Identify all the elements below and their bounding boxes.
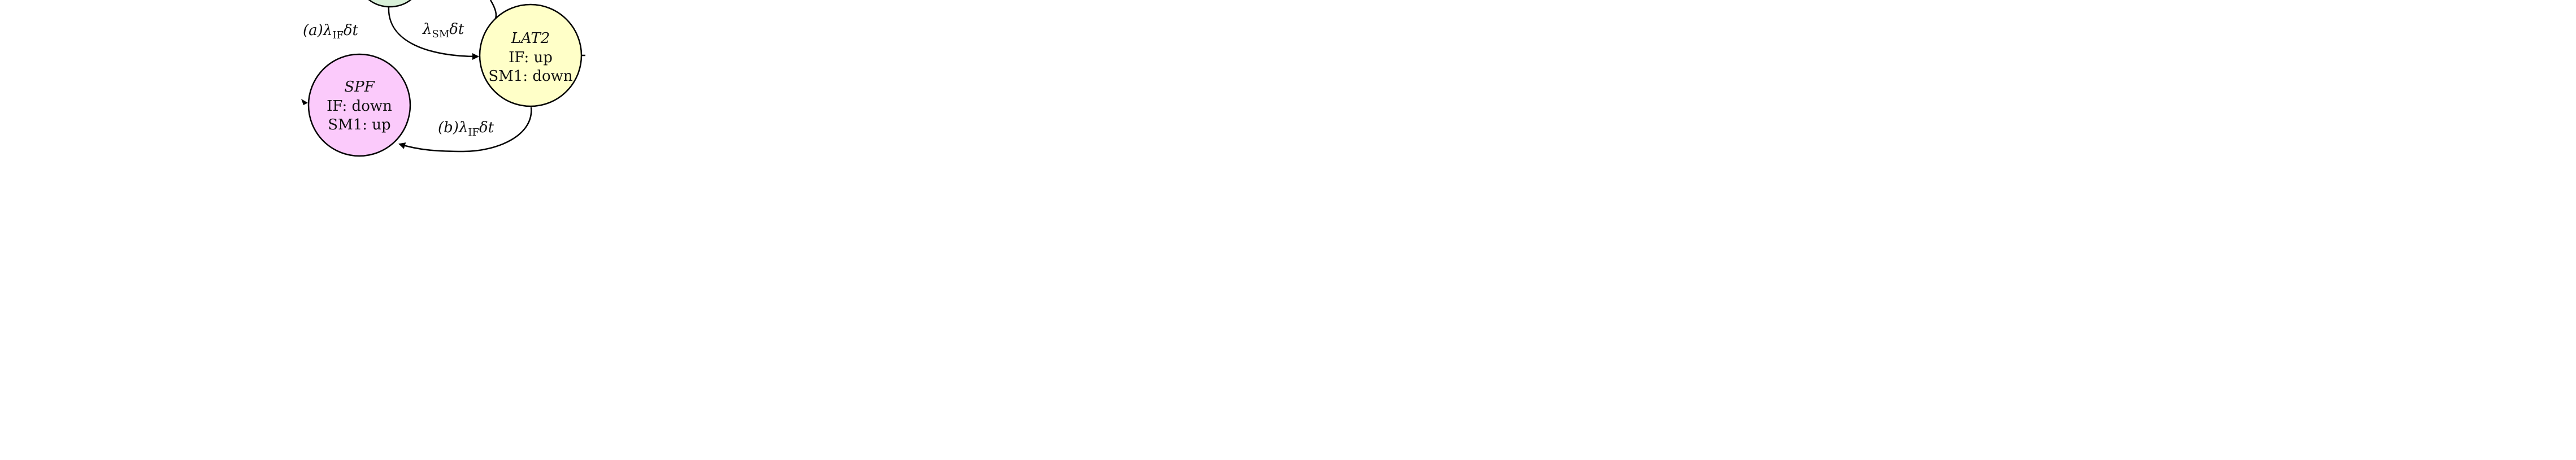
edge-a-label: (a)λIFδt — [303, 22, 359, 41]
state-spf-circle — [307, 53, 411, 157]
state-lat2-name: LAT2 — [511, 30, 550, 47]
edge-a-subscript: IF — [332, 29, 344, 41]
state-lat2: LAT2 IF: up SM1: down — [479, 3, 583, 107]
state-top-partial — [368, 0, 412, 8]
state-spf: SPF IF: down SM1: up — [307, 53, 411, 157]
edge-sm-label: λSMδt — [422, 21, 464, 40]
state-spf-line-2: SM1: up — [328, 116, 390, 133]
edge-b-subscript: IF — [468, 127, 479, 138]
edge-b-symbol: λ — [458, 119, 468, 136]
state-lat2-line-2: SM1: down — [488, 68, 573, 85]
edge-b-prefix: (b) — [438, 119, 459, 136]
edge-b-label: (b)λIFδt — [438, 119, 494, 138]
edge-sm-subscript: SM — [432, 28, 449, 40]
edge-sm-suffix: δt — [449, 21, 464, 38]
edge-a-prefix: (a) — [303, 22, 323, 39]
edge-sm — [388, 6, 479, 60]
state-lat2-circle — [479, 3, 583, 107]
state-spf-name: SPF — [344, 79, 375, 96]
edge-b-suffix: δt — [479, 119, 494, 136]
edge-b — [398, 107, 532, 153]
state-lat2-line-1: IF: up — [509, 49, 553, 66]
state-spf-line-1: IF: down — [327, 98, 392, 115]
edge-a-symbol: λ — [323, 22, 332, 39]
edge-into-spf-left — [301, 99, 308, 105]
edge-a-suffix: δt — [344, 22, 359, 39]
edge-sm-symbol: λ — [422, 21, 432, 38]
